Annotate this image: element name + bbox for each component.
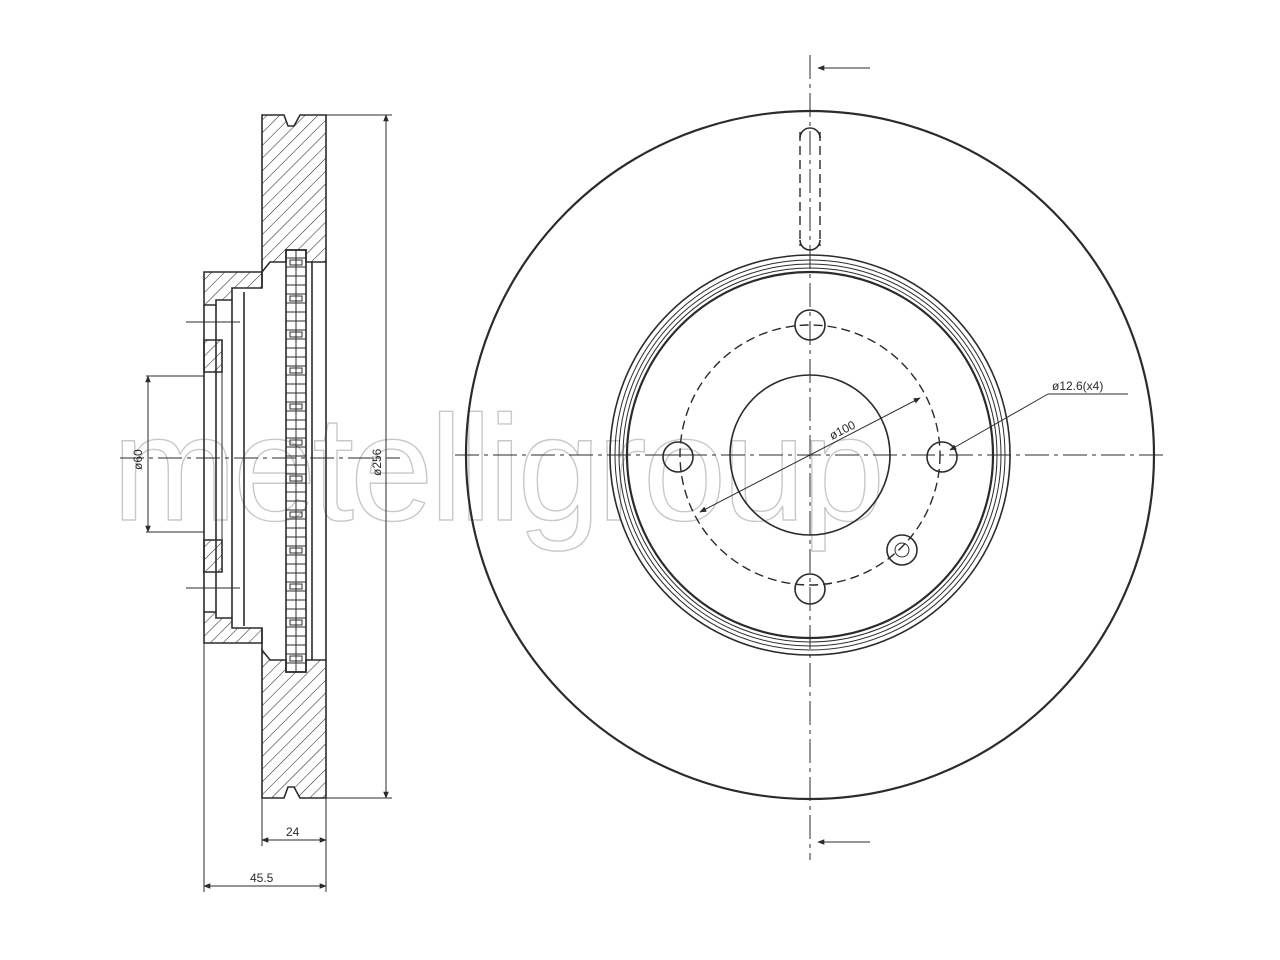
label-bolt-holes: ø12.6(x4) <box>1052 379 1103 393</box>
dim-bolt-holes: ø12.6(x4) <box>949 379 1128 451</box>
label-thickness: 24 <box>286 825 300 839</box>
locating-hole <box>886 534 918 566</box>
dim-total-height: 45.5 <box>203 643 327 892</box>
dim-thickness: 24 <box>261 798 327 846</box>
dim-outer-diameter: ø256 <box>326 114 392 799</box>
side-section-view <box>120 114 400 799</box>
label-hub-diameter: ø60 <box>131 449 145 470</box>
label-outer-diameter: ø256 <box>370 448 384 476</box>
dim-hub-diameter: ø60 <box>131 375 151 533</box>
front-view <box>455 55 1165 860</box>
bolt-hole-right <box>926 441 958 473</box>
label-total-height: 45.5 <box>250 871 274 885</box>
watermark-text: metelligroup <box>112 384 881 552</box>
bolt-hole-left <box>662 441 694 473</box>
